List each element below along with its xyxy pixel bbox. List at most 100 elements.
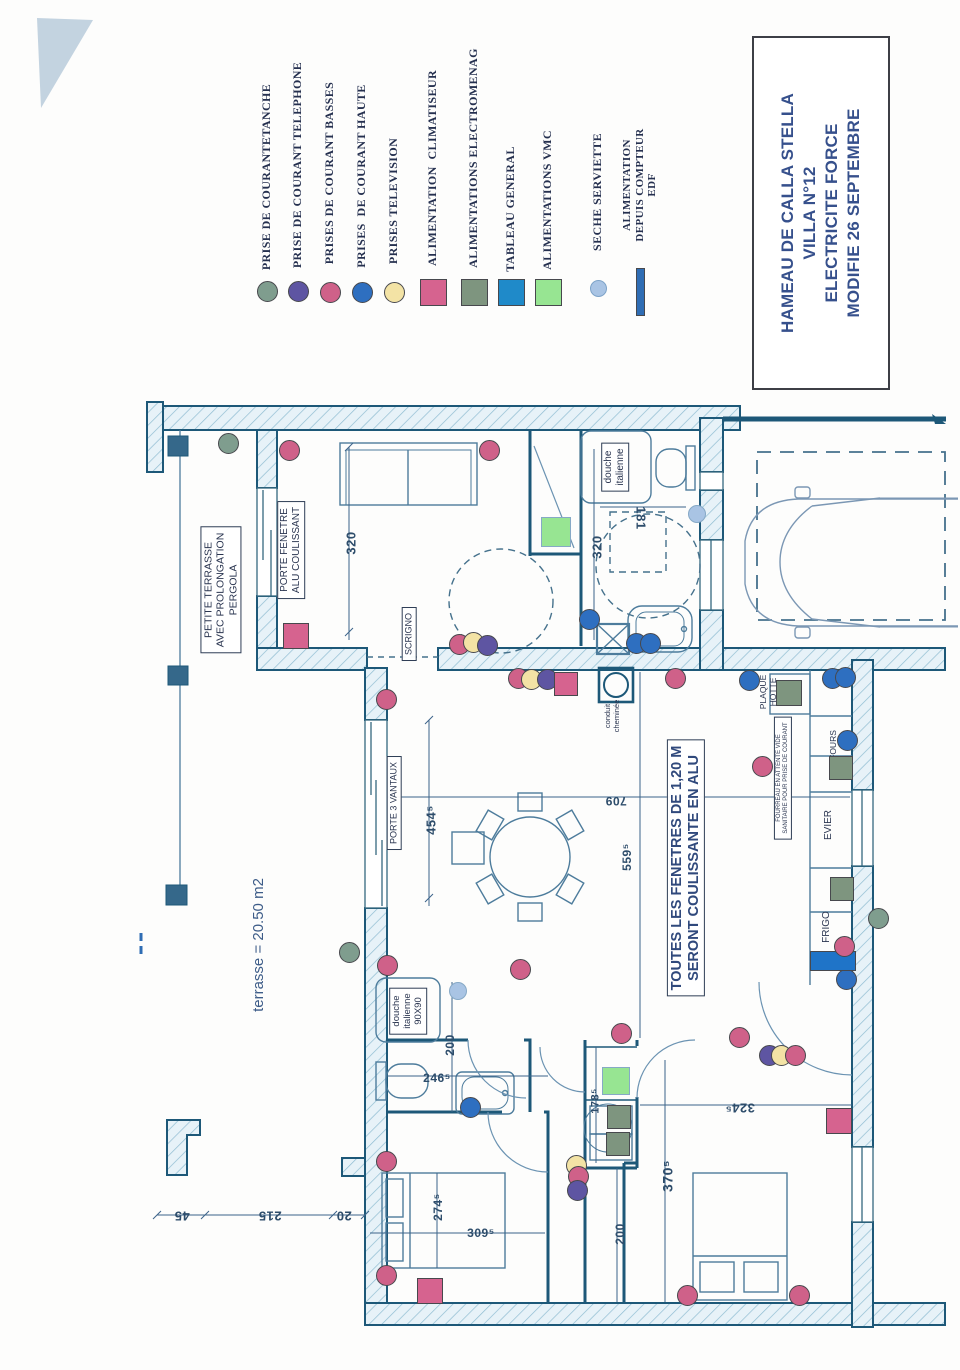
chair <box>517 792 543 812</box>
bed-chambre-3 <box>692 1172 788 1301</box>
prise-etanche-symbol <box>338 941 360 963</box>
legend-symbol-circle <box>319 281 341 303</box>
prise-haute-symbol <box>836 729 858 751</box>
pergola-post <box>167 435 189 457</box>
prise-basse-symbol <box>676 1284 698 1306</box>
seche-serviette-symbol <box>449 982 467 1000</box>
seche-serviette-symbol <box>688 505 706 523</box>
shower-tray-1 <box>580 430 652 504</box>
alim-electromenager-symbol <box>776 680 802 706</box>
dashed-annotations <box>367 451 946 658</box>
dining-table <box>489 816 571 898</box>
dim-200-bain: 200 <box>442 1034 457 1056</box>
terrace-label: PETITE TERRASSE AVEC PROLONGATION PERGOL… <box>200 526 242 654</box>
legend-symbol-square <box>460 278 488 306</box>
legend-item-label: ALIMENTATIONS VMC <box>540 130 555 270</box>
title-block: HAMEAU DE CALLA STELLA VILLA N°12 ELECTR… <box>752 36 890 390</box>
fourreau-note: FOURREAU EN ATTENTE VIDE SANITAIRE POUR … <box>773 716 793 840</box>
prise-basse-symbol <box>509 958 531 980</box>
legend-symbol-square <box>419 278 447 306</box>
dim-370: 370⁵ <box>659 1160 676 1192</box>
prise-basse-symbol <box>478 439 500 461</box>
scan-corner-fold <box>37 18 93 108</box>
garage-edge <box>723 414 946 424</box>
porte-3-vantaux-label: PORTE 3 VANTAUX <box>386 755 402 851</box>
terrasse-area-label: terrasse = 20.50 m2 <box>250 878 268 1012</box>
legend-item-label: PRISE DE COURANT TELEPHONE <box>290 61 305 269</box>
alim-electromenager-symbol <box>606 1132 630 1156</box>
prise-basse-symbol <box>278 439 300 461</box>
dim-45: 45 <box>174 1208 190 1224</box>
legend-item-label: ALIMENTATIONS ELECTROMENAG <box>466 48 481 268</box>
prise-telephone-symbol <box>476 634 498 656</box>
legend-item-label: PRISES DE COURANT BASSES <box>322 81 337 265</box>
legend-item-label: SECHE SERVIETTE <box>590 133 605 251</box>
prise-basse-symbol <box>728 1026 750 1048</box>
prise-basse-symbol <box>784 1044 806 1066</box>
prise-basse-symbol <box>375 1150 397 1172</box>
porte-fenetre-label: PORTE FENETRE ALU COULISSANT <box>277 500 305 600</box>
prise-basse-symbol <box>375 688 397 710</box>
prise-haute-symbol <box>639 632 661 654</box>
conduit-label: conduit cheminée <box>603 699 621 733</box>
dimension-lines <box>152 442 852 1302</box>
dim-320-douche: 320 <box>589 535 605 559</box>
evier-label: EVIER <box>823 809 835 841</box>
prise-haute-symbol <box>459 1096 481 1118</box>
douche-2-label: douche italienne 90X90 <box>389 987 427 1035</box>
pergola-post <box>167 665 189 686</box>
prise-haute-symbol <box>835 968 857 990</box>
dim-559: 559⁵ <box>619 843 634 871</box>
legend-symbol-square <box>534 278 562 306</box>
dim-200-hall: 200 <box>612 1223 627 1245</box>
legend-item-label: ALIMENTATION DEPUIS COMPTEUR EDF <box>621 128 659 242</box>
prise-etanche-symbol <box>867 907 889 929</box>
prise-haute-symbol <box>738 669 760 691</box>
prise-basse-symbol <box>833 935 855 957</box>
prise-basse-symbol <box>375 1264 397 1286</box>
terrace-pergola <box>139 430 189 954</box>
legend-symbol-circle <box>287 280 309 302</box>
legend-item-label: TABLEAU GENERAL <box>503 146 518 272</box>
side-table <box>451 831 485 865</box>
chair <box>475 873 505 905</box>
dim-181: 181 <box>633 506 649 530</box>
chair <box>555 873 585 905</box>
chair <box>555 809 585 841</box>
legend-symbol-circle-small <box>589 279 607 297</box>
alim-climatiseur-symbol <box>554 672 578 696</box>
alim-vmc-symbol <box>541 517 571 547</box>
prise-basse-symbol <box>751 755 773 777</box>
alim-climatiseur-symbol <box>283 623 309 649</box>
legend-symbol-square <box>497 278 525 306</box>
prise-telephone-symbol <box>566 1179 588 1201</box>
bathtub <box>455 1071 515 1115</box>
dim-274: 274⁵ <box>430 1193 445 1221</box>
legend-item-label: ALIMENTATION CLIMATISEUR <box>425 69 440 267</box>
alim-climatiseur-symbol <box>417 1278 443 1304</box>
legend-item-label: PRISE DE COURANTETANCHE <box>259 83 274 271</box>
scrigno-label: SCRIGNO <box>401 606 417 662</box>
pergola-post <box>165 884 188 906</box>
legend-symbol-circle <box>351 281 373 303</box>
legend-item-label: PRISES TELEVISION <box>386 137 401 265</box>
prise-etanche-symbol <box>217 432 239 454</box>
dim-454: 454⁵ <box>423 805 439 835</box>
legend-item-label: PRISES DE COURANT HAUTE <box>354 84 369 268</box>
alim-climatiseur-symbol <box>826 1108 852 1134</box>
dim-320-chambre: 320 <box>343 531 359 555</box>
douche-1-label: douche italienne <box>601 442 629 492</box>
prise-haute-symbol <box>834 666 856 688</box>
alim-electromenager-symbol <box>607 1105 631 1129</box>
legend-symbol-circle <box>256 280 278 302</box>
prise-basse-symbol <box>610 1022 632 1044</box>
chair <box>517 902 543 922</box>
chimney-duct <box>597 666 635 704</box>
prise-haute-symbol <box>578 608 600 630</box>
dim-324: 324⁵ <box>725 1100 755 1116</box>
legend-symbol-circle <box>383 281 405 303</box>
carport-outline <box>756 451 946 621</box>
windows <box>256 471 874 1223</box>
